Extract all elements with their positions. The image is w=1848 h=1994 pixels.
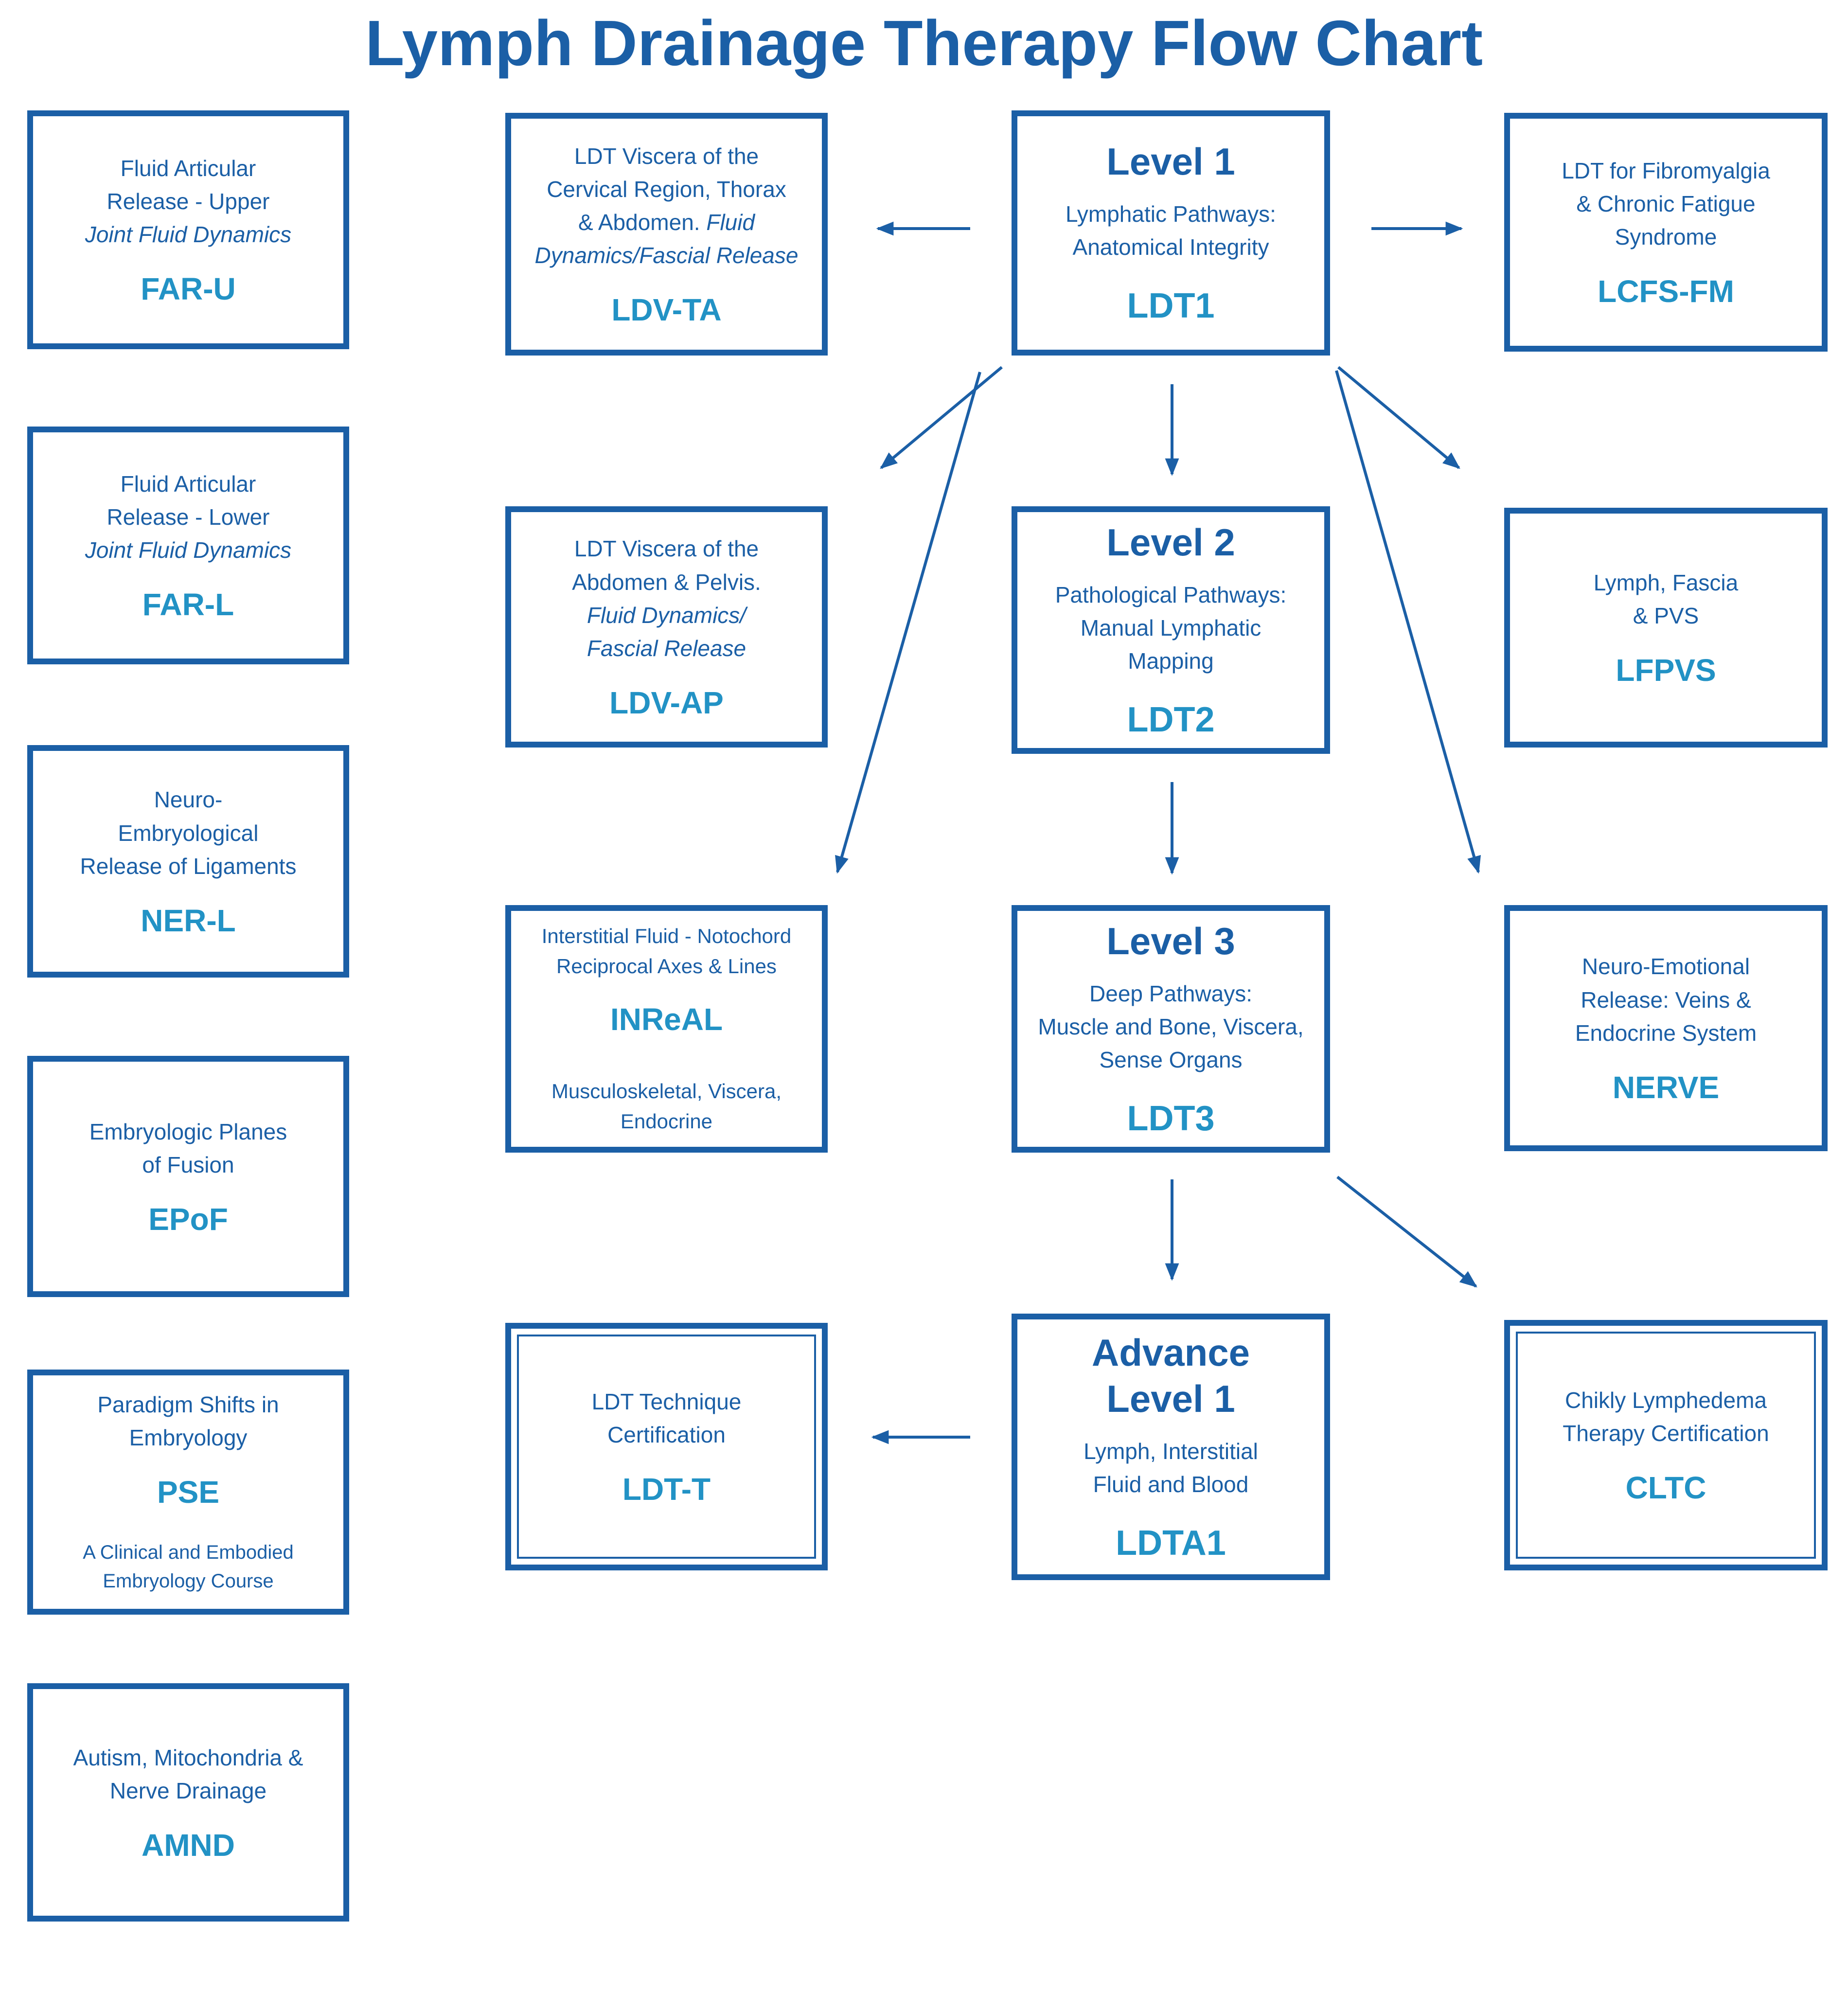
- box-far-u-body: Fluid Articular Release - Upper: [107, 155, 270, 214]
- box-level2-body: Pathological Pathways: Manual Lymphatic …: [1055, 582, 1287, 674]
- box-level3: Level 3 Deep Pathways: Muscle and Bone, …: [1012, 905, 1330, 1153]
- box-epof-acronym: EPoF: [148, 1201, 228, 1237]
- box-inreal: Interstitial Fluid - Notochord Reciproca…: [505, 905, 828, 1153]
- box-ldv-ap-body: LDT Viscera of the Abdomen & Pelvis.: [572, 536, 761, 595]
- box-lfpvs-body: Lymph, Fascia & PVS: [1593, 570, 1739, 629]
- box-ldv-ta-acronym: LDV-TA: [611, 292, 722, 328]
- box-lfpvs-acronym: LFPVS: [1616, 653, 1716, 688]
- box-ldv-ap-subtitle: Fluid Dynamics/ Fascial Release: [586, 602, 746, 661]
- box-level1-body: Lymphatic Pathways: Anatomical Integrity: [1066, 201, 1276, 260]
- box-inreal-acronym: INReAL: [610, 1002, 723, 1037]
- box-nerve: Neuro-Emotional Release: Veins & Endocri…: [1504, 905, 1828, 1151]
- box-ldv-ap-acronym: LDV-AP: [609, 685, 724, 720]
- box-pse-body: Paradigm Shifts in Embryology: [97, 1392, 279, 1451]
- box-level1-heading: Level 1: [1106, 140, 1235, 183]
- box-advance-level1-body: Lymph, Interstitial Fluid and Blood: [1084, 1438, 1258, 1497]
- box-nerve-acronym: NERVE: [1612, 1069, 1720, 1105]
- box-pse: Paradigm Shifts in Embryology PSE A Clin…: [27, 1370, 349, 1615]
- box-far-l-acronym: FAR-L: [142, 587, 234, 623]
- arrow-level1-to-ldv-ap: [880, 366, 1003, 469]
- box-ldv-ta: LDT Viscera of the Cervical Region, Thor…: [505, 113, 828, 356]
- arrow-level3-to-cltc: [1336, 1175, 1477, 1288]
- box-amnd-acronym: AMND: [142, 1827, 235, 1863]
- box-lfpvs: Lymph, Fascia & PVS LFPVS: [1504, 508, 1828, 748]
- box-epof: Embryologic Planes of Fusion EPoF: [27, 1056, 349, 1297]
- box-pse-acronym: PSE: [157, 1475, 220, 1510]
- box-far-u-subtitle: Joint Fluid Dynamics: [85, 222, 292, 248]
- page-title: Lymph Drainage Therapy Flow Chart: [365, 7, 1483, 79]
- box-amnd-body: Autism, Mitochondria & Nerve Drainage: [73, 1745, 303, 1803]
- box-ldt-t-acronym: LDT-T: [622, 1472, 711, 1507]
- box-epof-body: Embryologic Planes of Fusion: [89, 1119, 287, 1177]
- box-level2-heading: Level 2: [1106, 520, 1235, 564]
- box-inreal-body: Interstitial Fluid - Notochord Reciproca…: [541, 924, 792, 978]
- box-ldv-ap: LDT Viscera of the Abdomen & Pelvis. Flu…: [505, 506, 828, 748]
- box-ldv-ta-body: LDT Viscera of the Cervical Region, Thor…: [535, 140, 799, 272]
- box-ldv-ta-body-regular: LDT Viscera of the Cervical Region, Thor…: [547, 143, 786, 235]
- box-far-u-acronym: FAR-U: [141, 271, 236, 307]
- box-far-u: Fluid Articular Release - Upper Joint Fl…: [27, 110, 349, 349]
- box-cltc-acronym: CLTC: [1625, 1470, 1706, 1506]
- box-ner-l: Neuro- Embryological Release of Ligament…: [27, 745, 349, 978]
- arrow-level1-to-nerve: [1335, 370, 1481, 874]
- box-level3-acronym: LDT3: [1127, 1099, 1215, 1138]
- box-level3-heading: Level 3: [1106, 919, 1235, 962]
- box-far-l-subtitle: Joint Fluid Dynamics: [85, 537, 292, 563]
- box-cltc-body: Chikly Lymphedema Therapy Certification: [1563, 1388, 1769, 1446]
- box-level1-acronym: LDT1: [1127, 286, 1215, 326]
- box-advance-level1-heading: Advance Level 1: [1091, 1331, 1250, 1420]
- box-ner-l-body: Neuro- Embryological Release of Ligament…: [80, 787, 297, 879]
- arrow-level1-to-lfpvs: [1337, 366, 1460, 469]
- box-nerve-body: Neuro-Emotional Release: Veins & Endocri…: [1575, 954, 1757, 1046]
- box-ner-l-acronym: NER-L: [141, 903, 236, 938]
- box-level2-acronym: LDT2: [1127, 700, 1215, 739]
- box-ldt-t-body: LDT Technique Certification: [591, 1389, 742, 1448]
- box-inreal-subtext: Musculoskeletal, Viscera, Endocrine: [551, 1079, 782, 1133]
- box-lcfs-fm-acronym: LCFS-FM: [1598, 274, 1734, 309]
- box-level2: Level 2 Pathological Pathways: Manual Ly…: [1012, 506, 1330, 754]
- box-far-l-body: Fluid Articular Release - Lower: [107, 471, 270, 530]
- box-ldv-ta-body-italic: Fluid Dynamics/Fascial Release: [534, 210, 799, 268]
- arrow-level1-to-inreal: [835, 372, 981, 874]
- box-ldt-t: LDT Technique Certification LDT-T: [505, 1323, 828, 1570]
- box-level1: Level 1 Lymphatic Pathways: Anatomical I…: [1012, 110, 1330, 356]
- box-pse-subtext: A Clinical and Embodied Embryology Cours…: [83, 1542, 294, 1592]
- box-far-l: Fluid Articular Release - Lower Joint Fl…: [27, 427, 349, 664]
- box-level3-body: Deep Pathways: Muscle and Bone, Viscera,…: [1038, 980, 1304, 1072]
- box-advance-level1-acronym: LDTA1: [1116, 1524, 1226, 1563]
- box-amnd: Autism, Mitochondria & Nerve Drainage AM…: [27, 1683, 349, 1922]
- box-cltc: Chikly Lymphedema Therapy Certification …: [1504, 1320, 1828, 1570]
- box-advance-level1: Advance Level 1 Lymph, Interstitial Flui…: [1012, 1314, 1330, 1580]
- box-lcfs-fm-body: LDT for Fibromyalgia & Chronic Fatigue S…: [1562, 158, 1770, 250]
- box-lcfs-fm: LDT for Fibromyalgia & Chronic Fatigue S…: [1504, 113, 1828, 352]
